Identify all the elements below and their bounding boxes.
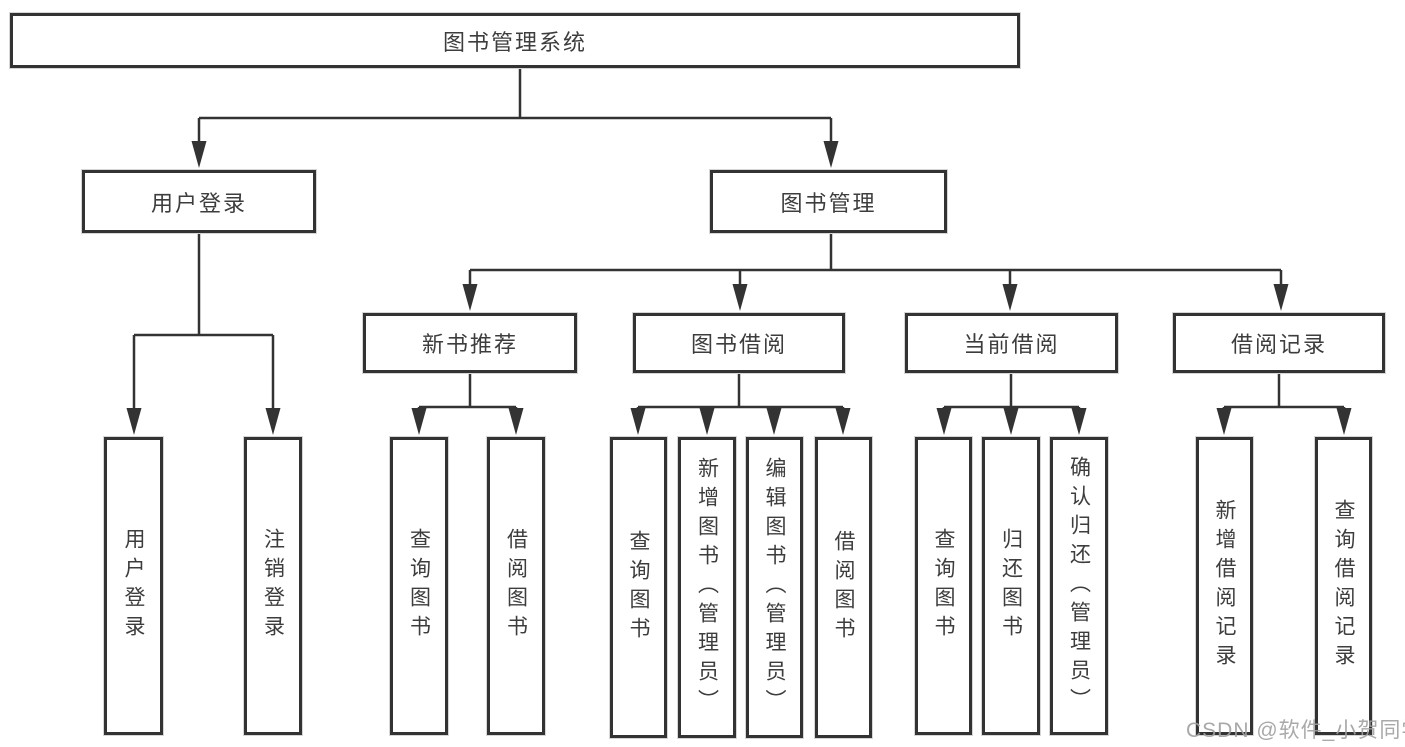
node-leaf-cb-query-books: 查询图书 bbox=[915, 437, 972, 735]
node-leaf-user-login: 用户登录 bbox=[104, 437, 163, 735]
node-borrowing-records: 借阅记录 bbox=[1173, 313, 1385, 373]
node-leaf-bb-edit-books: 编辑图书（管理员） bbox=[746, 437, 803, 738]
node-leaf-br-query-record: 查询借阅记录 bbox=[1315, 437, 1372, 735]
node-root: 图书管理系统 bbox=[10, 13, 1020, 68]
node-leaf-cb-confirm-return: 确认归还（管理员） bbox=[1050, 437, 1108, 735]
node-leaf-bb-add-books: 新增图书（管理员） bbox=[678, 437, 736, 738]
node-new-book-recommend: 新书推荐 bbox=[363, 313, 577, 373]
node-book-management: 图书管理 bbox=[710, 170, 947, 233]
node-current-borrowing: 当前借阅 bbox=[905, 313, 1118, 373]
node-leaf-nbr-query-books: 查询图书 bbox=[390, 437, 448, 735]
node-leaf-cb-return-books: 归还图书 bbox=[982, 437, 1040, 735]
node-leaf-bb-borrow-books: 借阅图书 bbox=[815, 437, 872, 738]
node-leaf-br-add-record: 新增借阅记录 bbox=[1196, 437, 1253, 735]
node-leaf-nbr-borrow-books: 借阅图书 bbox=[487, 437, 545, 735]
node-leaf-bb-query-books: 查询图书 bbox=[610, 437, 667, 738]
node-leaf-logout: 注销登录 bbox=[244, 437, 302, 735]
node-user-login: 用户登录 bbox=[82, 170, 316, 233]
node-book-borrowing: 图书借阅 bbox=[633, 313, 845, 373]
watermark-text: CSDN @软件_小贺同学 bbox=[1186, 719, 1405, 742]
